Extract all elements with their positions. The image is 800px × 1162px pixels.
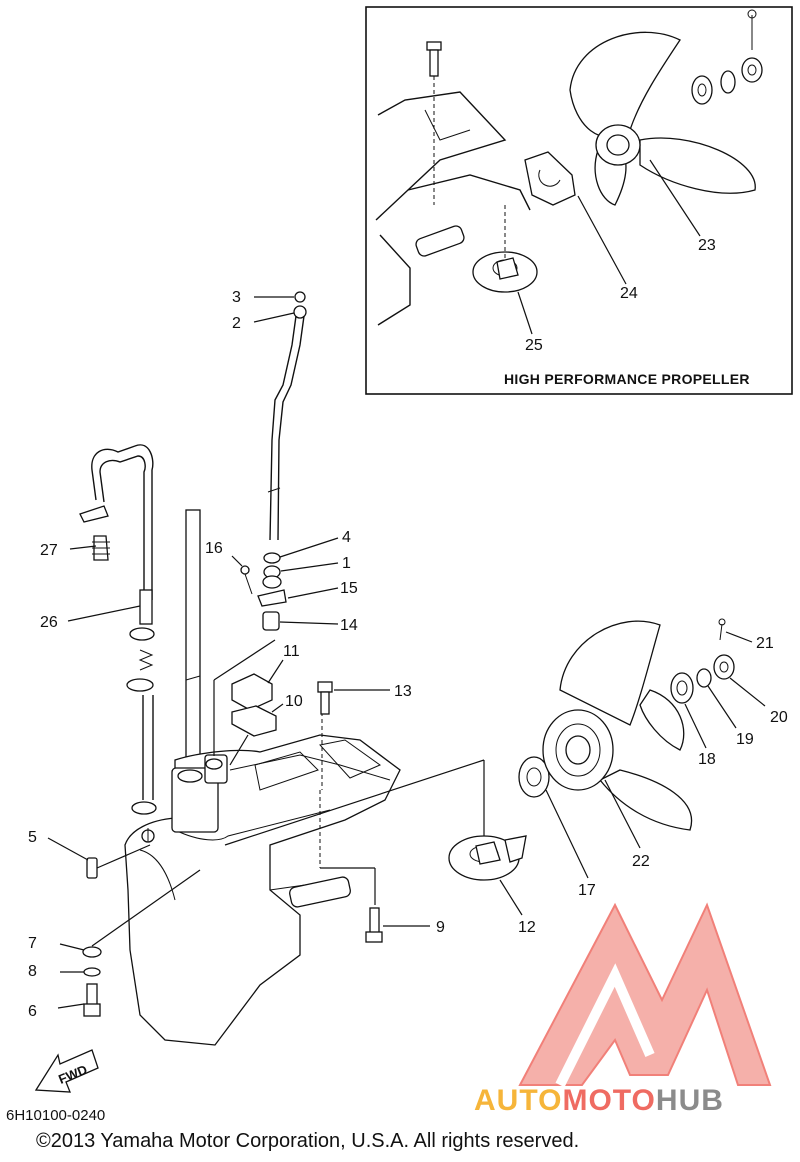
callout-22: 22 [632, 853, 650, 870]
callout-24: 24 [620, 285, 638, 302]
part-8 [83, 967, 101, 977]
callout-23: 23 [698, 237, 716, 254]
callout-25: 25 [525, 337, 543, 354]
callout-5: 5 [28, 829, 37, 846]
part-7 [82, 946, 102, 958]
fwd-arrow: FWD [34, 1049, 99, 1093]
callout-9: 9 [436, 919, 445, 936]
watermark-text: AUTOMOTOHUB [474, 1084, 724, 1117]
callout-19: 19 [736, 731, 754, 748]
callout-4: 4 [342, 529, 351, 546]
inset-bolt [426, 41, 442, 205]
callout-6: 6 [28, 1003, 37, 1020]
part-11 [231, 673, 273, 711]
watermark-logo [518, 902, 772, 1088]
part-20 [713, 654, 735, 680]
part-25 [472, 205, 538, 293]
part-13 [317, 681, 333, 715]
callout-8: 8 [28, 963, 37, 980]
part-22 [542, 620, 693, 831]
copyright-text: ©2013 Yamaha Motor Corporation, U.S.A. A… [36, 1130, 579, 1152]
callout-11: 11 [283, 643, 300, 660]
lower-casing [124, 734, 401, 1046]
inset-title: HIGH PERFORMANCE PROPELLER [504, 371, 750, 387]
callout-18: 18 [698, 751, 716, 768]
part-18 [670, 672, 694, 704]
callout-1: 1 [342, 555, 351, 572]
callout-21: 21 [756, 635, 774, 652]
part-10 [231, 705, 277, 737]
part-23 [569, 31, 756, 206]
callout-16: 16 [205, 540, 223, 557]
callout-12: 12 [518, 919, 536, 936]
callout-10: 10 [285, 693, 303, 710]
callout-20: 20 [770, 709, 788, 726]
part-5 [86, 857, 98, 879]
drive-shaft [185, 509, 201, 776]
water-pipe-assembly [231, 291, 339, 631]
hose-assembly [67, 444, 157, 815]
callout-27: 27 [40, 542, 58, 559]
part-6 [83, 983, 101, 1017]
part-19 [696, 668, 712, 688]
callout-14: 14 [340, 617, 358, 634]
callout-2: 2 [232, 315, 241, 332]
callout-26: 26 [40, 614, 58, 631]
part-9 [365, 907, 383, 943]
callout-17: 17 [578, 882, 596, 899]
part-21 [718, 618, 726, 641]
part-12 [448, 835, 527, 881]
part-17 [518, 756, 550, 798]
inset-washers [691, 9, 763, 105]
callout-15: 15 [340, 580, 358, 597]
callout-7: 7 [28, 935, 37, 952]
callout-3: 3 [232, 289, 241, 306]
callout-13: 13 [394, 683, 412, 700]
diagram-code: 6H10100-0240 [6, 1107, 105, 1124]
part-24 [524, 151, 576, 206]
inset-high-performance: 23 24 25 HIGH PERFORMANCE PROPELLER [365, 6, 793, 395]
